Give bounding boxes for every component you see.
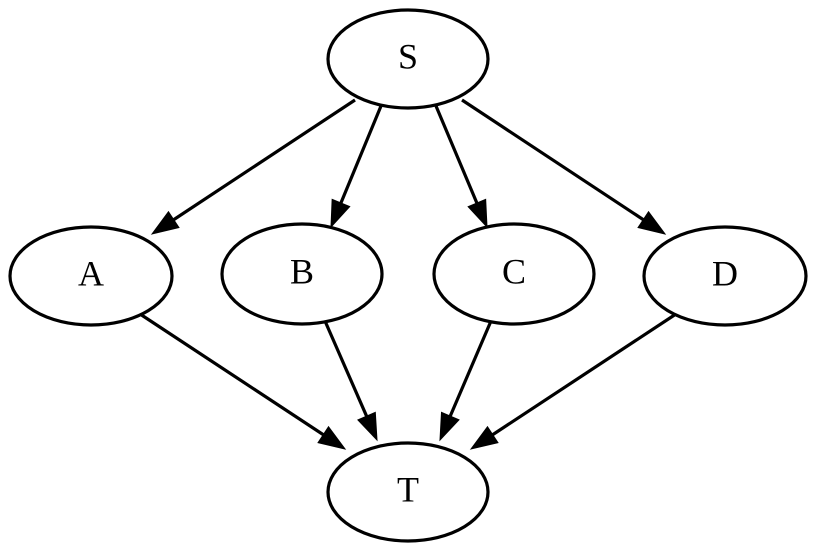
arrowhead-icon (467, 198, 488, 229)
arrowhead-icon (317, 425, 347, 450)
edges-layer (139, 98, 677, 450)
node-label: B (290, 251, 314, 291)
edge-c-to-t (439, 320, 493, 442)
node-b[interactable]: B (220, 222, 384, 326)
node-shape[interactable] (326, 441, 490, 543)
node-t[interactable]: T (326, 441, 490, 543)
edge-line (323, 320, 371, 423)
arrowhead-icon (439, 411, 460, 442)
node-shape[interactable] (642, 225, 808, 327)
arrowhead-icon (150, 210, 180, 235)
node-a[interactable]: A (8, 225, 174, 327)
node-s[interactable]: S (326, 8, 490, 110)
edge-line (139, 312, 330, 440)
edge-line (337, 105, 383, 210)
edge-line (461, 98, 650, 225)
node-shape[interactable] (432, 222, 596, 326)
arrowhead-icon (357, 411, 378, 442)
edge-line (446, 320, 493, 423)
node-shape[interactable] (220, 222, 384, 326)
nodes-layer: S A B C D T (8, 8, 808, 543)
arrowhead-icon (637, 210, 667, 235)
node-label: T (397, 469, 419, 509)
edge-s-to-a (150, 98, 356, 235)
node-label: C (502, 251, 526, 291)
edge-s-to-b (330, 105, 383, 229)
edge-s-to-c (434, 105, 488, 229)
node-shape[interactable] (8, 225, 174, 327)
edge-b-to-t (323, 320, 378, 442)
node-d[interactable]: D (642, 225, 808, 327)
node-c[interactable]: C (432, 222, 596, 326)
arrowhead-icon (330, 198, 351, 229)
node-label: S (398, 36, 418, 76)
node-shape[interactable] (326, 8, 490, 110)
arrowhead-icon (469, 425, 499, 450)
edge-line (167, 98, 356, 225)
edge-s-to-d (461, 98, 667, 235)
node-label: A (78, 253, 104, 293)
node-label: D (712, 253, 738, 293)
edge-d-to-t (469, 312, 677, 450)
edge-line (486, 312, 677, 440)
edge-line (434, 105, 481, 210)
edge-a-to-t (139, 312, 347, 450)
